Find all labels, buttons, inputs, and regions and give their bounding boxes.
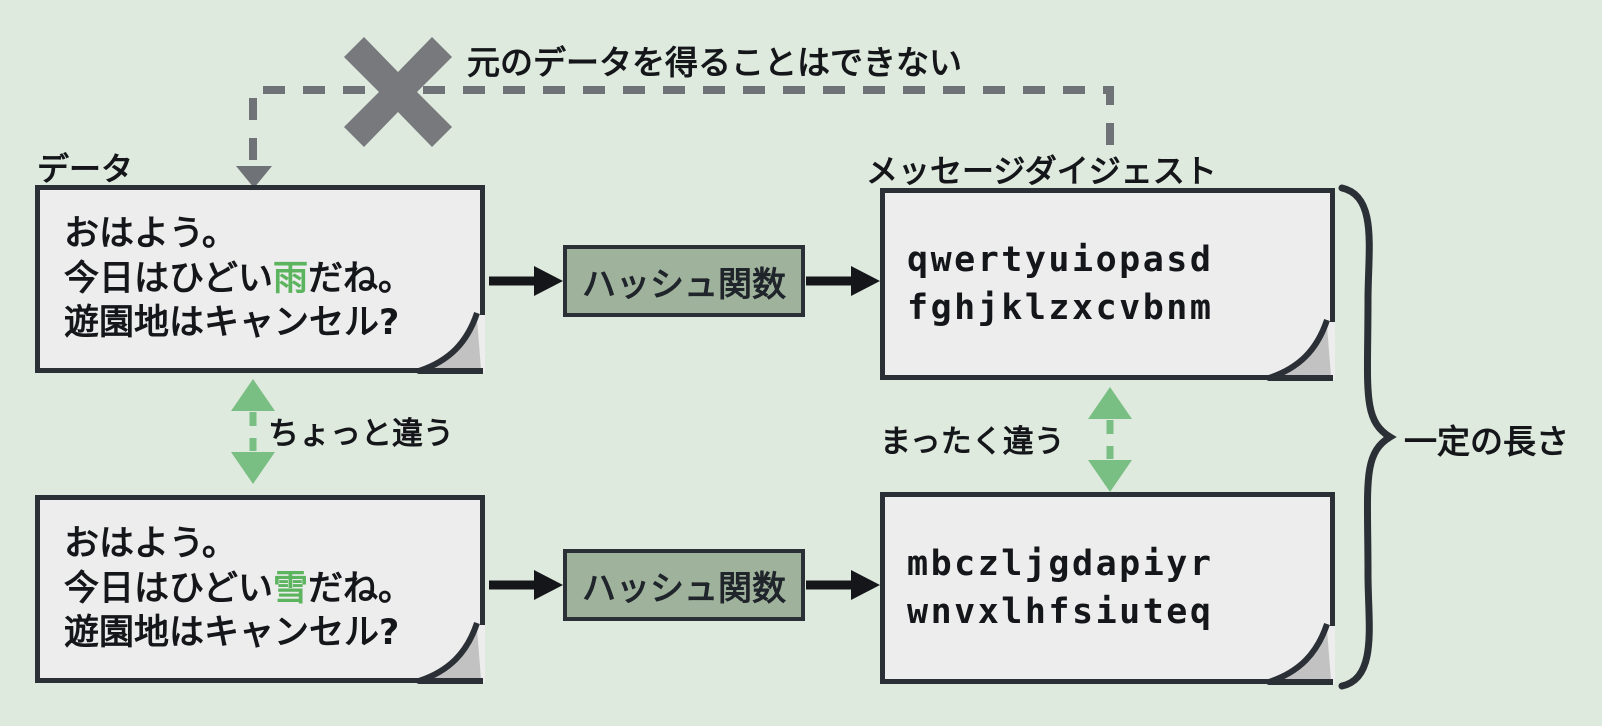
hash-function-label: ハッシュ関数 [582,568,786,609]
digest-line: mbczljgdapiyr [907,543,1214,584]
note-text: 今日はひどい [64,568,273,609]
digest-note-bottom: mbczljgdapiyr wnvxlhfsiuteq [880,492,1335,685]
note-line: おはよう。 [64,212,480,257]
note-text: だね。 [307,258,413,299]
note-line: 今日はひどい雪だね。 [64,567,480,612]
note-highlight: 雪 [272,568,308,609]
vertical-double-arrow-right-icon [1088,387,1132,492]
digest-note-top: qwertyuiopasd fghjklzxcvbnm [880,188,1335,381]
no-reverse-label: 元のデータを得ることはできない [467,43,962,82]
totally-diff-label: まったく違う [880,424,1065,460]
arrow-data-to-hash-bottom [489,570,563,600]
note-text: おはよう。 [64,213,237,254]
arrow-hash-to-digest-top [806,266,880,296]
digest-line: wnvxlhfsiuteq [907,592,1214,632]
note-text: だね。 [307,568,413,609]
note-text: 遊園地はキャンセル? [64,303,400,344]
digest-label: メッセージダイジェスト [866,152,1217,190]
fixed-length-label: 一定の長さ [1404,422,1569,461]
note-text: おはよう。 [64,523,237,564]
data-label: データ [37,150,134,188]
hash-function-box-bottom: ハッシュ関数 [563,549,805,621]
digest-line: qwertyuiopasd [907,239,1214,280]
hash-function-label: ハッシュ関数 [582,264,786,305]
note-line: 今日はひどい雨だね。 [64,257,480,302]
arrow-data-to-hash-top [489,266,563,296]
note-highlight: 雨 [272,258,308,299]
note-text: 遊園地はキャンセル? [64,613,400,654]
digest-line: fghjklzxcvbnm [907,288,1214,328]
data-note-top: おはよう。 今日はひどい雨だね。 遊園地はキャンセル? [35,185,485,374]
cross-icon [344,37,452,147]
note-line: 遊園地はキャンセル? [64,611,480,656]
note-text: 今日はひどい [64,258,273,299]
curly-brace-icon [1338,184,1397,690]
note-line: おはよう。 [64,522,480,567]
data-note-bottom: おはよう。 今日はひどい雪だね。 遊園地はキャンセル? [35,495,485,684]
hash-function-box-top: ハッシュ関数 [563,245,805,317]
arrow-hash-to-digest-bottom [806,570,880,600]
slight-diff-label: ちょっと違う [268,416,454,452]
note-line: 遊園地はキャンセル? [64,301,480,346]
